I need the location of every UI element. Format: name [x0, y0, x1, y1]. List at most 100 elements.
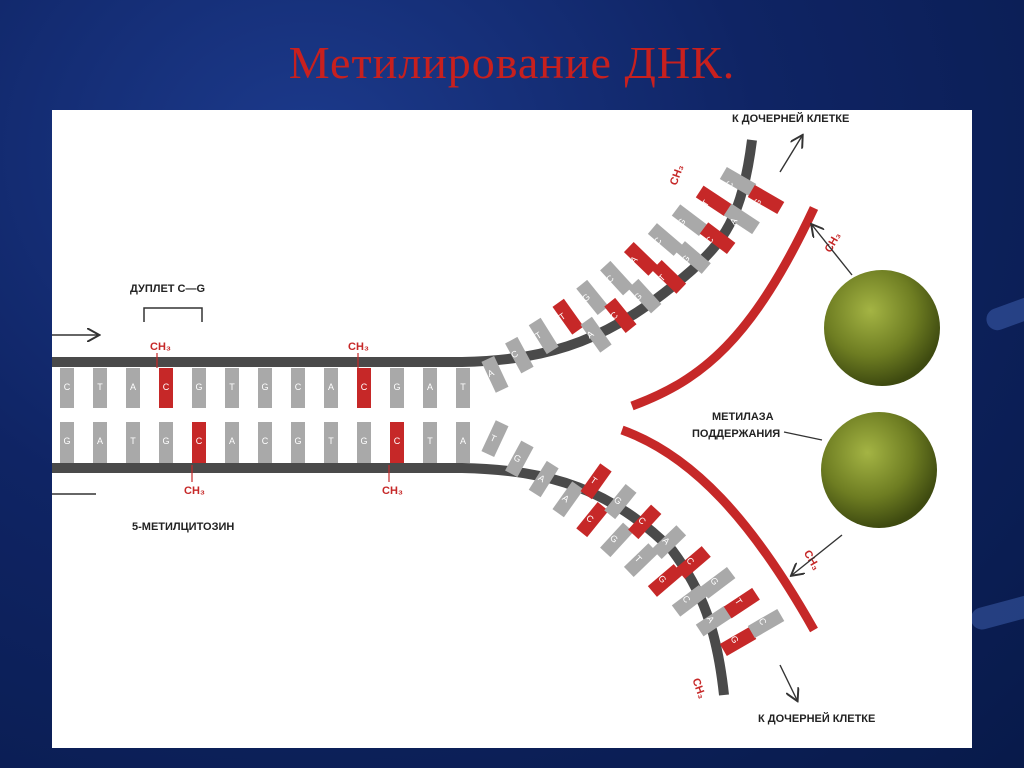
maintenance-methylase-enzyme [821, 412, 937, 528]
fork-base-lower-old [719, 626, 757, 657]
base-letter: C [704, 234, 716, 246]
base-letter: T [633, 553, 644, 564]
base-letter: A [628, 254, 639, 265]
fork-base-upper-old [719, 166, 757, 197]
base-bottom [258, 422, 272, 463]
fork-base-upper-old [481, 355, 509, 393]
fork-base-upper-old [552, 298, 584, 335]
base-bottom [390, 422, 404, 463]
fork-base-lower-old [552, 481, 584, 518]
to-daughter-label-top: К ДОЧЕРНЕЙ КЛЕТКЕ [732, 112, 849, 125]
base-letter: A [97, 436, 103, 446]
base-bottom [93, 422, 107, 463]
methyl-label: CH₃ [184, 485, 205, 497]
fork-base-upper-new [628, 278, 662, 314]
base-letter: T [427, 436, 433, 446]
base-letter: G [608, 533, 620, 545]
base-top [192, 368, 206, 408]
fork-base-upper-new [651, 260, 687, 294]
base-top [159, 368, 173, 408]
fork-base-lower-old [528, 460, 559, 498]
base-top [390, 368, 404, 408]
base-letter: C [723, 179, 735, 190]
base-letter: T [589, 475, 600, 487]
fork-base-upper-old [528, 317, 559, 355]
fork-base-upper-new [604, 297, 637, 334]
base-top [258, 368, 272, 408]
enzyme-label-line2: ПОДДЕРЖАНИЯ [692, 428, 780, 440]
enzyme-arrow-top [812, 225, 853, 276]
base-letter: C [163, 382, 170, 392]
base-letter: A [486, 367, 496, 379]
base-letter: G [675, 216, 687, 228]
base-letter: T [700, 198, 712, 209]
fork-base-lower-old [600, 522, 634, 558]
base-top [456, 368, 470, 408]
base-letter: T [557, 311, 568, 323]
base-letter: A [705, 614, 717, 625]
maintenance-methylase-enzyme [824, 270, 940, 386]
base-letter: T [97, 382, 103, 392]
base-letter: G [360, 436, 367, 446]
base-letter: A [130, 382, 136, 392]
fork-base-upper-old [600, 260, 634, 296]
base-top [60, 368, 74, 408]
base-letter: C [604, 273, 616, 285]
base-letter: A [460, 436, 466, 446]
base-letter: A [229, 436, 235, 446]
fork-base-lower-old [505, 440, 534, 478]
base-letter: G [512, 452, 523, 464]
base-letter: G [656, 573, 668, 585]
methyl-label: CH₃ [689, 677, 707, 701]
base-bottom [291, 422, 305, 463]
background-stripe [968, 590, 1024, 632]
base-bottom [456, 422, 470, 463]
to-daughter-arrow-top [779, 136, 802, 173]
new-top-strand [630, 206, 819, 411]
base-letter: G [708, 575, 720, 587]
base-letter: T [533, 329, 543, 341]
fork-base-lower-old [695, 605, 732, 637]
base-bottom [192, 422, 206, 463]
base-top [324, 368, 338, 408]
base-letter: G [162, 436, 169, 446]
methyl-label: CH₃ [668, 163, 686, 187]
fork-base-lower-new [675, 546, 711, 579]
base-letter: G [294, 436, 301, 446]
fork-base-upper-new [747, 184, 785, 215]
base-letter: A [328, 382, 334, 392]
base-bottom [60, 422, 74, 463]
base-letter: C [608, 309, 620, 321]
base-letter: C [584, 513, 596, 525]
base-letter: T [460, 382, 466, 392]
base-bottom [357, 422, 371, 463]
fork-base-lower-new [747, 608, 785, 639]
base-letter: G [261, 382, 268, 392]
base-letter: C [509, 348, 520, 360]
base-letter: T [733, 596, 745, 607]
fork-base-lower-new [651, 525, 687, 559]
base-letter: T [656, 272, 667, 283]
fork-base-lower-new [723, 587, 760, 619]
cg-doublet-label: ДУПЛЕТ C—G [130, 283, 205, 295]
fork-base-lower-new [628, 504, 662, 540]
base-top [291, 368, 305, 408]
background-stripe [983, 288, 1024, 334]
fork-base-upper-old [505, 336, 534, 374]
methyl-label: CH₃ [150, 341, 171, 353]
base-letter: G [751, 197, 763, 208]
enzyme-arrow-bottom [792, 534, 843, 575]
base-top [126, 368, 140, 408]
to-daughter-label-bottom: К ДОЧЕРНЕЙ КЛЕТКЕ [758, 712, 875, 725]
fork-base-upper-old [623, 242, 659, 276]
base-letter: G [195, 382, 202, 392]
enzyme-label-line1: МЕТИЛАЗА [712, 411, 774, 423]
base-top [93, 368, 107, 408]
base-letter: C [684, 555, 696, 567]
fork-base-upper-old [671, 204, 708, 237]
base-letter: A [536, 473, 546, 485]
fork-base-lower-old [623, 543, 659, 577]
fork-base-lower-old [647, 564, 683, 597]
